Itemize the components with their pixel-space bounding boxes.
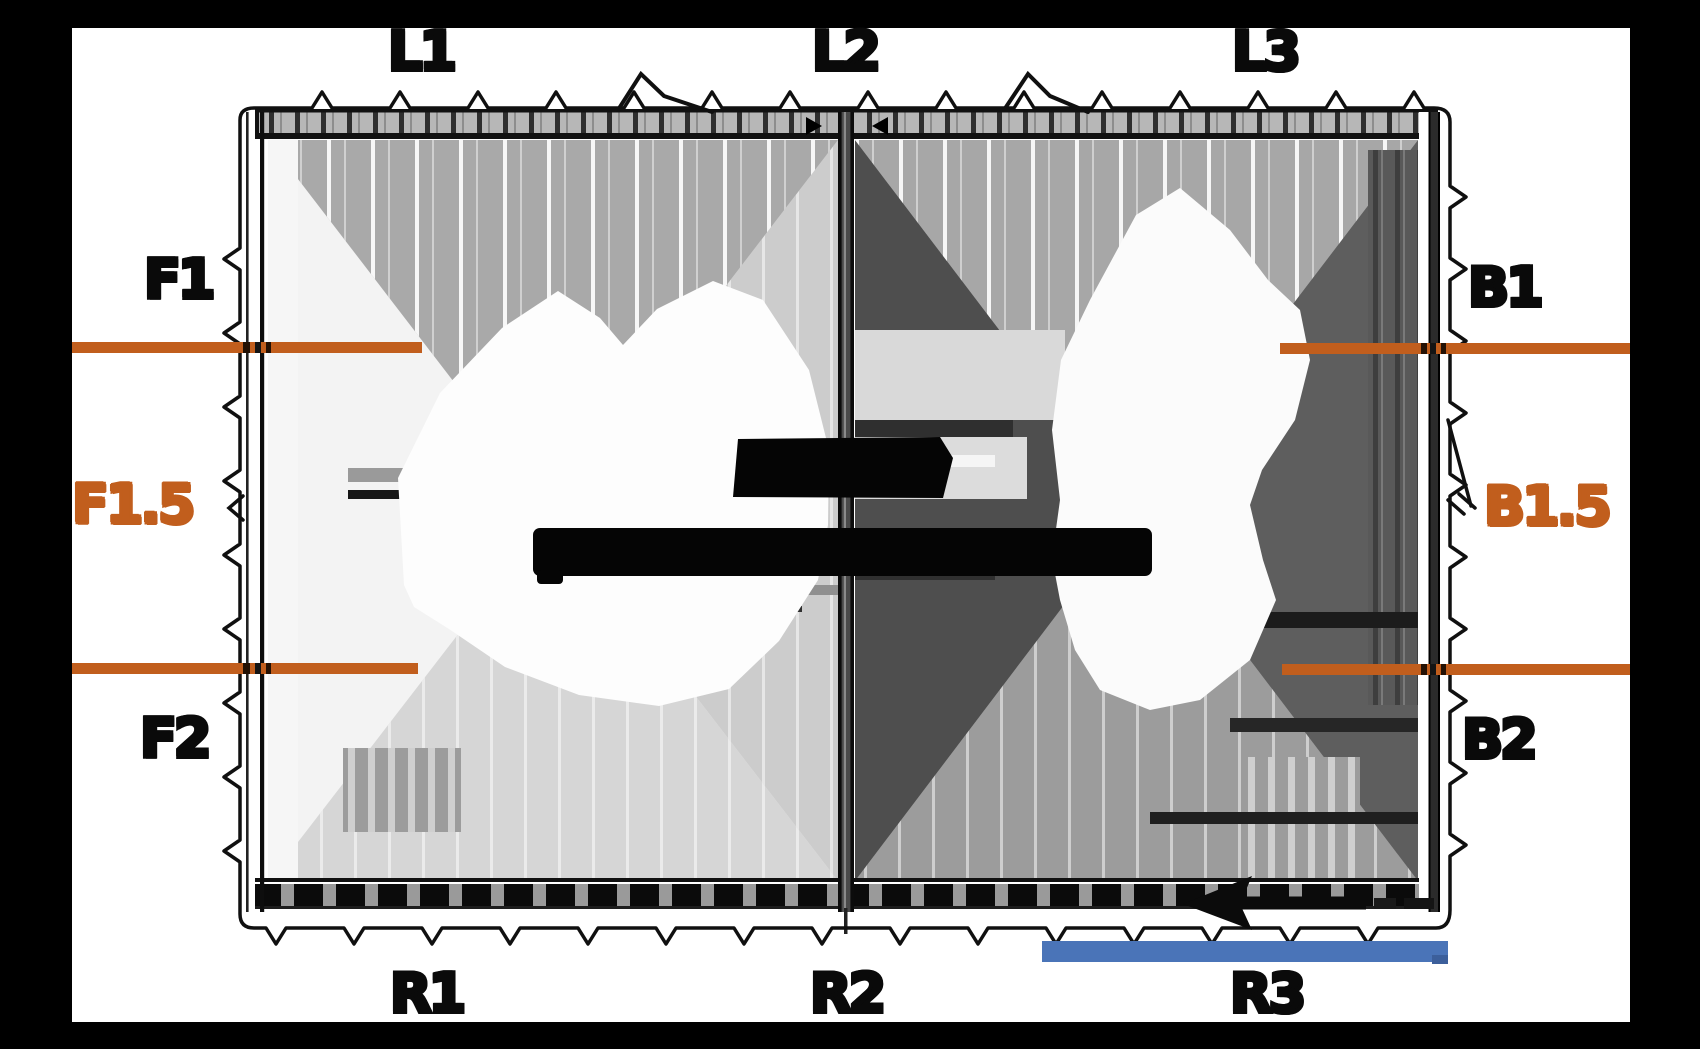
center-text-blob-upper — [733, 437, 953, 498]
level-marker-lines — [70, 342, 1630, 675]
grid-label-b1: B1 — [1466, 256, 1546, 319]
left-bay-shading — [268, 140, 840, 881]
grid-label-f2: F2 — [138, 707, 214, 770]
direction-arrow — [1183, 876, 1434, 930]
grid-label-b1-5: B1.5 — [1483, 475, 1614, 538]
grid-leader-lines — [616, 70, 1090, 114]
level-line-b1 — [1280, 343, 1630, 354]
grid-label-l1: L1 — [386, 20, 459, 83]
grid-label-f1-5: F1.5 — [71, 473, 198, 536]
zigzag-border — [222, 90, 1468, 946]
grid-label-r3: R3 — [1228, 962, 1308, 1025]
grid-label-r1: R1 — [388, 962, 468, 1025]
grid-label-f1: F1 — [142, 248, 218, 311]
center-text-blob-lower — [533, 528, 1152, 576]
grid-label-r2: R2 — [808, 962, 888, 1025]
center-divider — [838, 112, 854, 934]
f15-leader-chevron — [226, 494, 245, 522]
center-text-blobs — [533, 437, 1152, 584]
right-bay-shading — [855, 140, 1418, 881]
right-wall — [1419, 112, 1440, 912]
b15-leader-line — [1446, 418, 1477, 516]
left-wall — [246, 112, 265, 912]
level-line-b2 — [1282, 664, 1630, 675]
grid-label-l2: L2 — [810, 20, 883, 83]
grid-label-l3: L3 — [1230, 20, 1303, 83]
blue-highlight-bar — [1042, 941, 1448, 964]
grid-label-b2: B2 — [1460, 708, 1540, 771]
